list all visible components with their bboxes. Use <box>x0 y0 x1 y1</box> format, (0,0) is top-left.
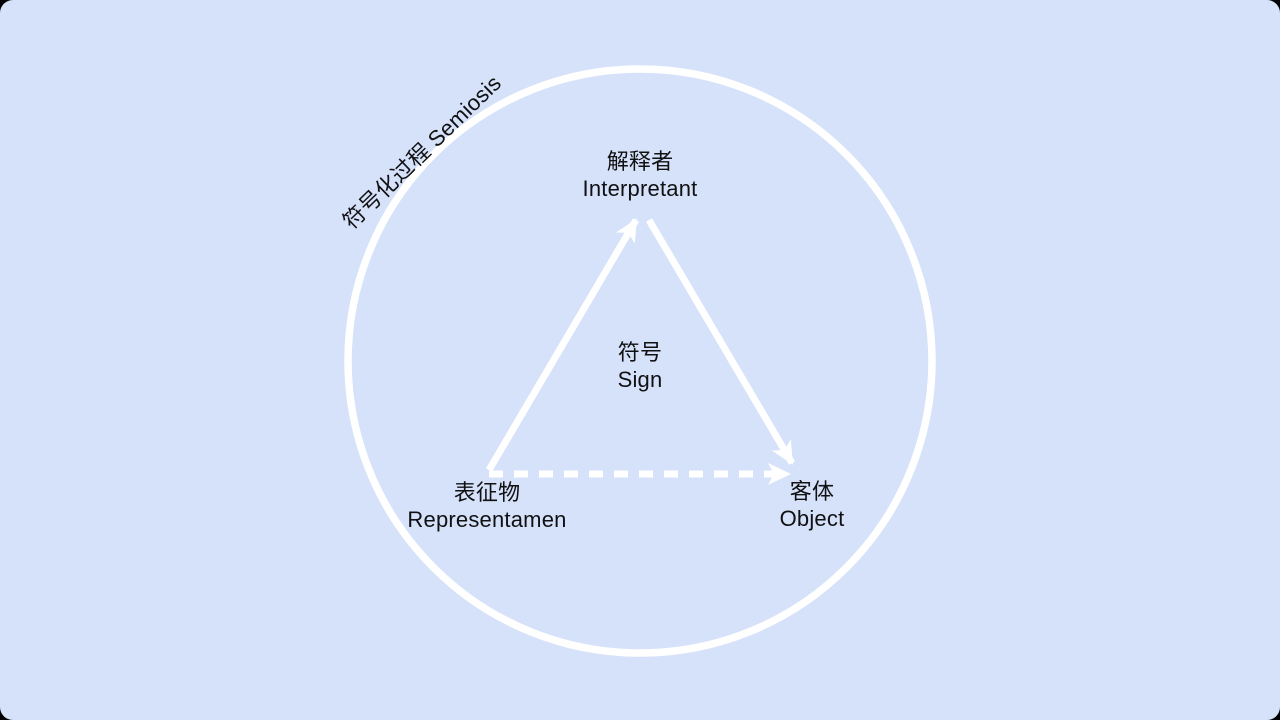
node-sign: 符号 Sign <box>618 339 663 393</box>
node-object: 客体 Object <box>780 478 845 532</box>
node-interpretant-label-zh: 解释者 <box>606 149 674 174</box>
arrow-interpretant-to-object <box>645 218 796 465</box>
node-interpretant: 解释者 Interpretant <box>583 148 698 202</box>
node-object-label-zh: 客体 <box>789 479 835 504</box>
node-object-label-en: Object <box>779 506 845 531</box>
node-representamen: 表征物 Representamen <box>407 479 566 533</box>
node-sign-label-zh: 符号 <box>617 340 663 365</box>
arrow-representamen-to-interpretant <box>485 218 640 472</box>
node-interpretant-label-en: Interpretant <box>582 176 698 201</box>
node-representamen-label-zh: 表征物 <box>453 480 521 505</box>
node-representamen-label-en: Representamen <box>407 507 567 532</box>
node-sign-label-en: Sign <box>617 367 663 392</box>
semiosis-circle <box>344 65 936 657</box>
